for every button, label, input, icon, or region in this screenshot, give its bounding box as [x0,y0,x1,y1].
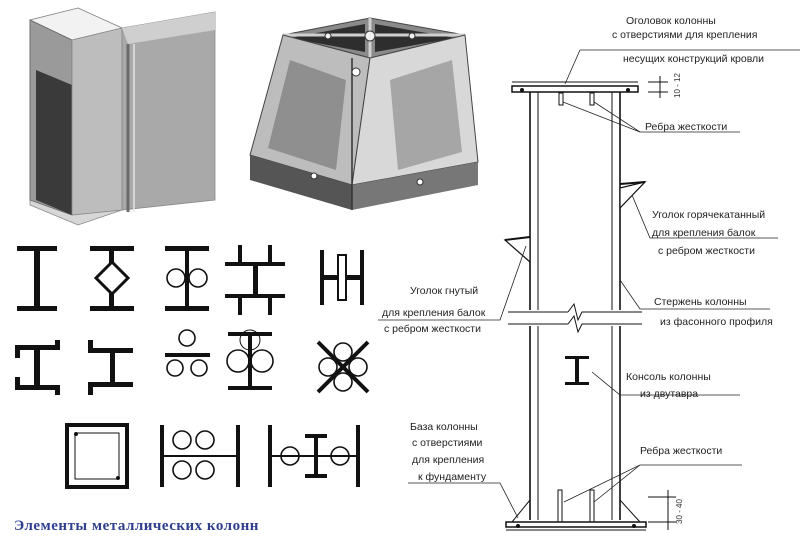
label-ribs-bottom: Ребра жесткости [640,445,722,457]
profile-i-diamond [90,246,134,311]
label-cap-line-1: Оголовок колонны [626,15,716,27]
label-ribs-top: Ребра жесткости [645,121,727,133]
profile-i-two-tubes [165,246,209,311]
label-rod-line-1: Стержень колонны [654,296,747,308]
figure-caption: Элементы металлических колонн [14,518,259,534]
label-angle-bent-line-2: для крепления балок [382,307,486,319]
label-angle-hot: Уголок горячекатанный для крепления бало… [652,209,765,257]
label-angle-hot-line-2: для крепления балок [652,227,756,239]
column-cap-3d [249,17,479,210]
profile-lattice-tubes-1 [160,425,240,487]
dimension-bottom-text: 30 - 40 [675,499,684,524]
profile-box-section [65,423,129,489]
label-rod-line-2: из фасонного профиля [660,316,773,328]
profile-row-1 [17,245,364,315]
label-base-line-4: к фундаменту [418,471,487,483]
label-base: База колонны с отверстиями для крепления… [410,421,487,483]
label-console: Консоль колонны из двутавра [626,371,711,400]
label-cap: Оголовок колонны с отверстиями для крепл… [612,15,764,65]
label-base-line-1: База колонны [410,421,478,433]
label-angle-bent-line-3: с ребром жесткости [384,323,481,335]
label-console-line-2: из двутавра [640,388,698,400]
profile-i-large-tubes [226,329,274,390]
profile-x-four-tubes [316,340,370,394]
label-cap-line-3: несущих конструкций кровли [623,53,764,65]
dimension-top-text: 10 - 12 [673,73,682,98]
profile-channel-pair [15,340,60,395]
label-angle-bent-line-1: Уголок гнутый [410,285,478,297]
label-angle-hot-line-1: Уголок горячекатанный [652,209,765,221]
channel-column-3d [28,7,216,226]
label-rod: Стержень колонны из фасонного профиля [654,296,773,328]
label-cap-line-2: с отверстиями для крепления [612,29,757,41]
leader-lines [378,49,800,519]
profile-row-2 [15,329,370,395]
label-console-line-1: Консоль колонны [626,371,711,383]
column-elevation [503,81,647,531]
profile-lattice-tubes-2 [268,425,360,487]
profile-h-rotated [320,250,364,305]
dimension-bottom: 30 - 40 [648,490,684,530]
label-base-line-3: для крепления [412,454,484,466]
label-base-line-2: с отверстиями [412,437,483,449]
profile-i-beam [17,246,57,311]
dimension-top: 10 - 12 [648,73,682,98]
profile-row-3 [65,423,360,489]
label-angle-hot-line-3: с ребром жесткости [658,245,755,257]
profile-channel-i [88,340,133,395]
profile-three-tubes [165,329,210,377]
profile-cross-h [225,245,285,315]
label-angle-bent: Уголок гнутый для крепления балок с ребр… [382,285,486,335]
